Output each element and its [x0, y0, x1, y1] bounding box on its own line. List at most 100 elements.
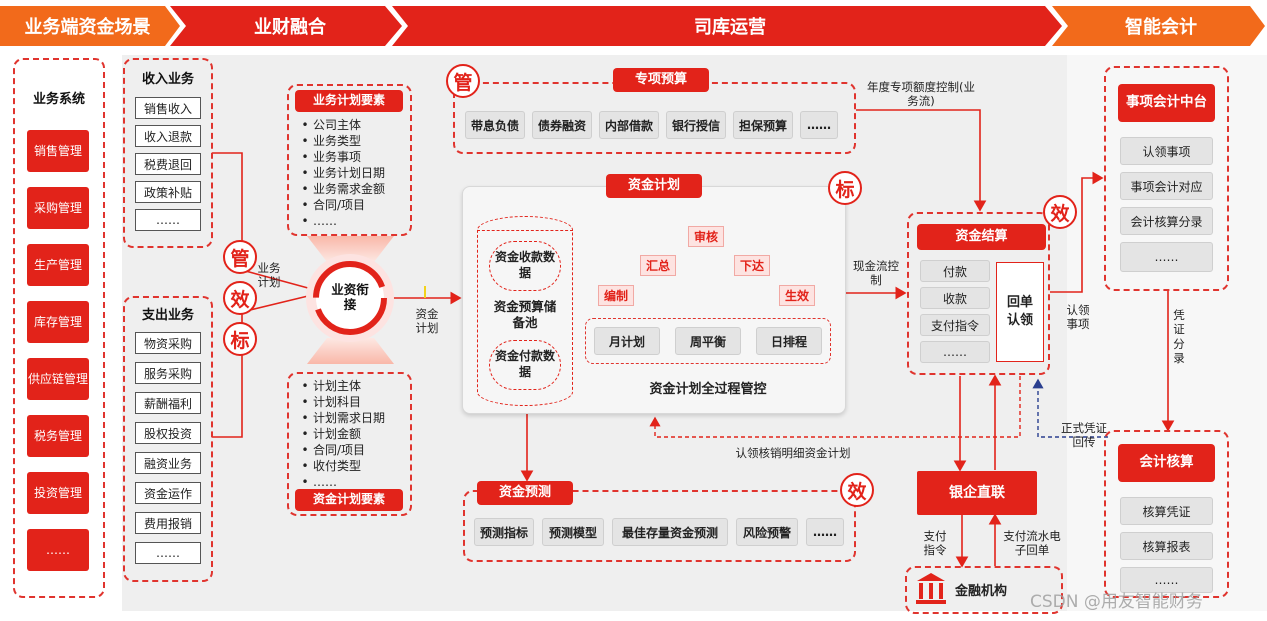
- fund-plan-title: 资金计划: [606, 174, 702, 198]
- business-plan-label: 业务计划: [257, 261, 281, 290]
- forecast-item[interactable]: 最佳存量资金预测: [612, 518, 728, 546]
- pay-flow-label: 支付流水电子回单: [1003, 529, 1061, 558]
- guan-badge: 管: [223, 240, 257, 274]
- accounting-center-item[interactable]: 会计核算分录: [1120, 207, 1213, 235]
- receipt-claim-box[interactable]: 回单认领: [996, 262, 1044, 362]
- claim-items-label: 认领事项: [1066, 303, 1090, 332]
- income-item[interactable]: 收入退款: [135, 125, 201, 147]
- guan-badge: 管: [446, 64, 480, 98]
- fund-plan-element: 计划需求日期: [297, 410, 385, 426]
- business-plan-element: ……: [297, 213, 385, 229]
- accounting-center-panel: [1104, 66, 1229, 291]
- biao-badge: 标: [223, 322, 257, 356]
- sidebar-item-production[interactable]: 生产管理: [27, 244, 89, 286]
- sidebar-item-inventory[interactable]: 库存管理: [27, 301, 89, 343]
- accounting-item[interactable]: 核算报表: [1120, 532, 1213, 560]
- income-item[interactable]: 销售收入: [135, 97, 201, 119]
- period-weekly[interactable]: 周平衡: [675, 327, 741, 355]
- forecast-item[interactable]: 预测指标: [474, 518, 534, 546]
- fund-plan-flow-label: 资金计划: [415, 307, 439, 336]
- expense-item[interactable]: 服务采购: [135, 362, 201, 384]
- expense-item[interactable]: 股权投资: [135, 422, 201, 444]
- hub-label: 业资衔接: [331, 282, 369, 312]
- business-plan-element: 业务类型: [297, 133, 385, 149]
- fund-plan-element: 收付类型: [297, 458, 385, 474]
- income-business-panel: [123, 58, 213, 248]
- settlement-item[interactable]: ……: [920, 341, 990, 363]
- accounting-item[interactable]: 核算凭证: [1120, 497, 1213, 525]
- accounting-item[interactable]: ……: [1120, 567, 1213, 593]
- accounting-center-item[interactable]: 事项会计对应: [1120, 172, 1213, 200]
- expense-item[interactable]: 费用报销: [135, 512, 201, 534]
- settlement-item[interactable]: 支付指令: [920, 314, 990, 336]
- step-edit: 编制: [598, 285, 635, 306]
- expense-item[interactable]: 薪酬福利: [135, 392, 201, 414]
- business-plan-elements-list: 公司主体 业务类型 业务事项 业务计划日期 业务需求金额 合同/项目 ……: [297, 117, 385, 229]
- fund-plan-element: 合同/项目: [297, 442, 385, 458]
- cylinder-divider: [477, 230, 573, 232]
- settlement-item[interactable]: 收款: [920, 287, 990, 309]
- sidebar-item-supply-chain[interactable]: 供应链管理: [27, 358, 89, 400]
- period-daily[interactable]: 日排程: [756, 327, 822, 355]
- accounting-center-item[interactable]: ……: [1120, 242, 1213, 272]
- business-plan-element: 业务计划日期: [297, 165, 385, 181]
- special-budget-item[interactable]: 担保预算: [733, 111, 793, 139]
- sidebar-item-more[interactable]: ……: [27, 529, 89, 571]
- accounting-center-title: 事项会计中台: [1118, 84, 1215, 122]
- plan-periods-panel: [585, 318, 831, 364]
- biao-badge: 标: [828, 171, 862, 205]
- income-item[interactable]: ……: [135, 209, 201, 231]
- header-section-integration: 业财融合: [254, 17, 326, 38]
- pool-receipt-data: 资金收款数据: [489, 241, 561, 291]
- fund-plan-caption: 资金计划全过程管控: [649, 382, 767, 397]
- official-voucher-label: 正式凭证回传: [1061, 421, 1107, 450]
- business-plan-element: 业务事项: [297, 149, 385, 165]
- sidebar-item-sales[interactable]: 销售管理: [27, 130, 89, 172]
- accounting-title: 会计核算: [1118, 444, 1215, 482]
- income-item[interactable]: 政策补贴: [135, 181, 201, 203]
- sidebar-item-purchase[interactable]: 采购管理: [27, 187, 89, 229]
- fund-plan-element: ……: [297, 474, 385, 490]
- forecast-item[interactable]: ……: [806, 518, 844, 546]
- finance-org-title: 金融机构: [955, 584, 1008, 599]
- pool-budget-reserve: 资金预算储备池: [493, 298, 557, 330]
- expense-item[interactable]: 融资业务: [135, 452, 201, 474]
- settlement-item[interactable]: 付款: [920, 260, 990, 282]
- accounting-panel: [1104, 430, 1229, 598]
- special-budget-item[interactable]: ……: [800, 111, 838, 139]
- special-budget-title: 专项预算: [613, 68, 709, 92]
- step-issue: 下达: [734, 255, 771, 276]
- period-monthly[interactable]: 月计划: [594, 327, 660, 355]
- bank-link-box[interactable]: 银企直联: [917, 471, 1037, 515]
- fund-plan-element: 计划金额: [297, 426, 385, 442]
- special-budget-item[interactable]: 内部借款: [599, 111, 659, 139]
- forecast-item[interactable]: 风险预警: [736, 518, 798, 546]
- xiao-badge: 效: [1043, 195, 1077, 229]
- special-budget-item[interactable]: 带息负债: [465, 111, 525, 139]
- special-budget-item[interactable]: 债券融资: [532, 111, 592, 139]
- annual-quota-label: 年度专项额度控制(业务流): [867, 80, 975, 109]
- expense-item[interactable]: 物资采购: [135, 332, 201, 354]
- sidebar-item-tax[interactable]: 税务管理: [27, 415, 89, 457]
- header-chevrons: [0, 6, 1265, 46]
- fund-plan-elements-title: 资金计划要素: [295, 489, 403, 511]
- xiao-badge: 效: [840, 473, 874, 507]
- accounting-center-item[interactable]: 认领事项: [1120, 137, 1213, 165]
- expense-item[interactable]: 资金运作: [135, 482, 201, 504]
- expense-item[interactable]: ……: [135, 542, 201, 564]
- header-section-treasury: 司库运营: [694, 17, 766, 38]
- business-plan-elements-panel: [287, 84, 412, 236]
- bank-building-icon: [915, 571, 947, 607]
- business-plan-element: 公司主体: [297, 117, 385, 133]
- special-budget-item[interactable]: 银行授信: [666, 111, 726, 139]
- watermark: CSDN @用友智能财务: [1030, 592, 1203, 612]
- sidebar-item-investment[interactable]: 投资管理: [27, 472, 89, 514]
- income-item[interactable]: 税费退回: [135, 153, 201, 175]
- fund-plan-elements-list: 计划主体 计划科目 计划需求日期 计划金额 合同/项目 收付类型 ……: [297, 378, 385, 490]
- header-section-business: 业务端资金场景: [24, 17, 151, 38]
- forecast-item[interactable]: 预测模型: [542, 518, 604, 546]
- header-section-accounting: 智能会计: [1125, 17, 1197, 38]
- business-system-panel: [13, 58, 105, 598]
